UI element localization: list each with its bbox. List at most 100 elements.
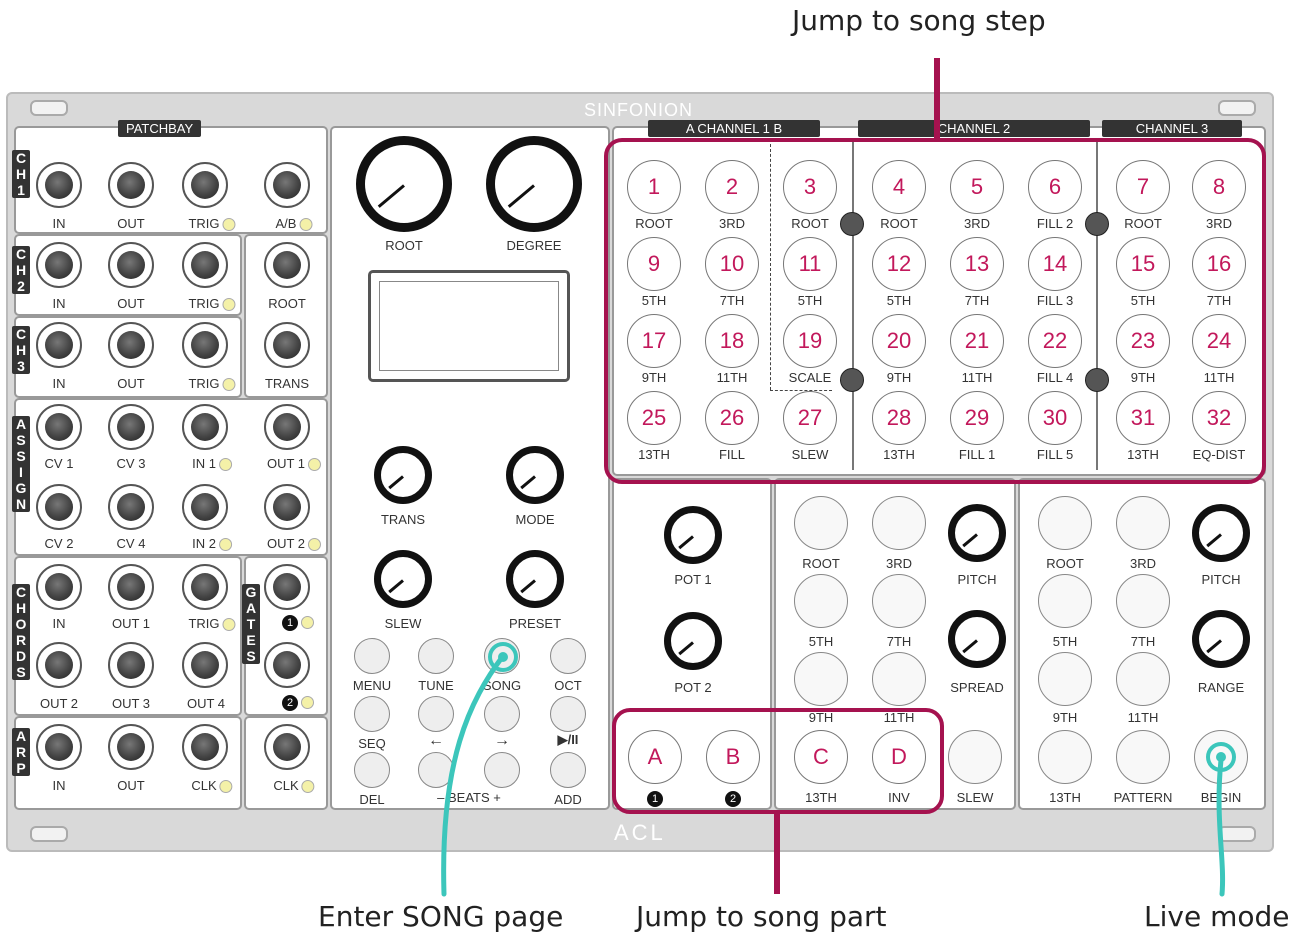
- song-step-button-26[interactable]: 26: [705, 391, 759, 445]
- arp-5th-button[interactable]: [1038, 574, 1092, 628]
- add-button[interactable]: [550, 752, 586, 788]
- chords-9th-button[interactable]: [794, 652, 848, 706]
- jack-cv1[interactable]: [36, 404, 82, 450]
- channel-switch[interactable]: [1085, 212, 1109, 236]
- part-button-c[interactable]: C: [794, 730, 848, 784]
- jack-ch3-out[interactable]: [108, 322, 154, 368]
- beats-minus-button[interactable]: [418, 752, 454, 788]
- part-button-a[interactable]: A: [628, 730, 682, 784]
- song-step-button-9[interactable]: 9: [627, 237, 681, 291]
- arp-root-button[interactable]: [1038, 496, 1092, 550]
- degree-knob[interactable]: [486, 136, 582, 232]
- chords-7th-button[interactable]: [872, 574, 926, 628]
- jack-cv3[interactable]: [108, 404, 154, 450]
- right-arrow-button[interactable]: [484, 696, 520, 732]
- jack-in2[interactable]: [182, 484, 228, 530]
- song-step-button-25[interactable]: 25: [627, 391, 681, 445]
- range-knob[interactable]: [1192, 610, 1250, 668]
- channel-switch[interactable]: [1085, 368, 1109, 392]
- jack-trans[interactable]: [264, 322, 310, 368]
- song-step-button-12[interactable]: 12: [872, 237, 926, 291]
- tune-button[interactable]: [418, 638, 454, 674]
- preset-knob[interactable]: [506, 550, 564, 608]
- song-step-button-23[interactable]: 23: [1116, 314, 1170, 368]
- song-step-button-24[interactable]: 24: [1192, 314, 1246, 368]
- trans-knob[interactable]: [374, 446, 432, 504]
- arp-7th-button[interactable]: [1116, 574, 1170, 628]
- song-step-button-8[interactable]: 8: [1192, 160, 1246, 214]
- arp-pitch-knob[interactable]: [1192, 504, 1250, 562]
- song-step-button-20[interactable]: 20: [872, 314, 926, 368]
- part-button-b[interactable]: B: [706, 730, 760, 784]
- jack-chords-in[interactable]: [36, 564, 82, 610]
- chords-11th-button[interactable]: [872, 652, 926, 706]
- song-step-button-28[interactable]: 28: [872, 391, 926, 445]
- pot2-knob[interactable]: [664, 612, 722, 670]
- song-step-button-19[interactable]: 19: [783, 314, 837, 368]
- play-pause-button[interactable]: [550, 696, 586, 732]
- jack-chords-out3[interactable]: [108, 642, 154, 688]
- jack-out1[interactable]: [264, 404, 310, 450]
- song-step-button-30[interactable]: 30: [1028, 391, 1082, 445]
- mode-knob[interactable]: [506, 446, 564, 504]
- song-step-button-18[interactable]: 18: [705, 314, 759, 368]
- left-arrow-button[interactable]: [418, 696, 454, 732]
- jack-chords-out1[interactable]: [108, 564, 154, 610]
- jack-out2[interactable]: [264, 484, 310, 530]
- song-step-button-29[interactable]: 29: [950, 391, 1004, 445]
- song-step-button-4[interactable]: 4: [872, 160, 926, 214]
- arp-13th-button[interactable]: [1038, 730, 1092, 784]
- song-step-button-22[interactable]: 22: [1028, 314, 1082, 368]
- arp-9th-button[interactable]: [1038, 652, 1092, 706]
- menu-button[interactable]: [354, 638, 390, 674]
- seq-button[interactable]: [354, 696, 390, 732]
- chords-5th-button[interactable]: [794, 574, 848, 628]
- jack-arp-clk[interactable]: [182, 724, 228, 770]
- jack-chords-out4[interactable]: [182, 642, 228, 688]
- jack-ch1-in[interactable]: [36, 162, 82, 208]
- song-step-button-32[interactable]: 32: [1192, 391, 1246, 445]
- jack-cv4[interactable]: [108, 484, 154, 530]
- root-knob[interactable]: [356, 136, 452, 232]
- channel-switch[interactable]: [840, 212, 864, 236]
- song-step-button-11[interactable]: 11: [783, 237, 837, 291]
- pattern-button[interactable]: [1116, 730, 1170, 784]
- song-step-button-16[interactable]: 16: [1192, 237, 1246, 291]
- song-step-button-31[interactable]: 31: [1116, 391, 1170, 445]
- song-step-button-6[interactable]: 6: [1028, 160, 1082, 214]
- song-step-button-27[interactable]: 27: [783, 391, 837, 445]
- song-step-button-10[interactable]: 10: [705, 237, 759, 291]
- jack-ch2-in[interactable]: [36, 242, 82, 288]
- chords-slew-button[interactable]: [948, 730, 1002, 784]
- oct-button[interactable]: [550, 638, 586, 674]
- spread-knob[interactable]: [948, 610, 1006, 668]
- jack-arp-in[interactable]: [36, 724, 82, 770]
- song-step-button-14[interactable]: 14: [1028, 237, 1082, 291]
- jack-gate1[interactable]: [264, 564, 310, 610]
- song-step-button-13[interactable]: 13: [950, 237, 1004, 291]
- jack-clk[interactable]: [264, 724, 310, 770]
- pot1-knob[interactable]: [664, 506, 722, 564]
- jack-root[interactable]: [264, 242, 310, 288]
- song-step-button-1[interactable]: 1: [627, 160, 681, 214]
- chords-pitch-knob[interactable]: [948, 504, 1006, 562]
- song-step-button-15[interactable]: 15: [1116, 237, 1170, 291]
- jack-ch1-out[interactable]: [108, 162, 154, 208]
- jack-cv2[interactable]: [36, 484, 82, 530]
- jack-ch1-ab[interactable]: [264, 162, 310, 208]
- arp-11th-button[interactable]: [1116, 652, 1170, 706]
- chords-3rd-button[interactable]: [872, 496, 926, 550]
- song-step-button-3[interactable]: 3: [783, 160, 837, 214]
- song-step-button-21[interactable]: 21: [950, 314, 1004, 368]
- chords-root-button[interactable]: [794, 496, 848, 550]
- jack-arp-out[interactable]: [108, 724, 154, 770]
- song-step-button-5[interactable]: 5: [950, 160, 1004, 214]
- beats-plus-button[interactable]: [484, 752, 520, 788]
- channel-switch[interactable]: [840, 368, 864, 392]
- jack-ch1-trig[interactable]: [182, 162, 228, 208]
- jack-ch2-trig[interactable]: [182, 242, 228, 288]
- song-step-button-17[interactable]: 17: [627, 314, 681, 368]
- jack-chords-out2[interactable]: [36, 642, 82, 688]
- jack-ch3-in[interactable]: [36, 322, 82, 368]
- jack-chords-trig[interactable]: [182, 564, 228, 610]
